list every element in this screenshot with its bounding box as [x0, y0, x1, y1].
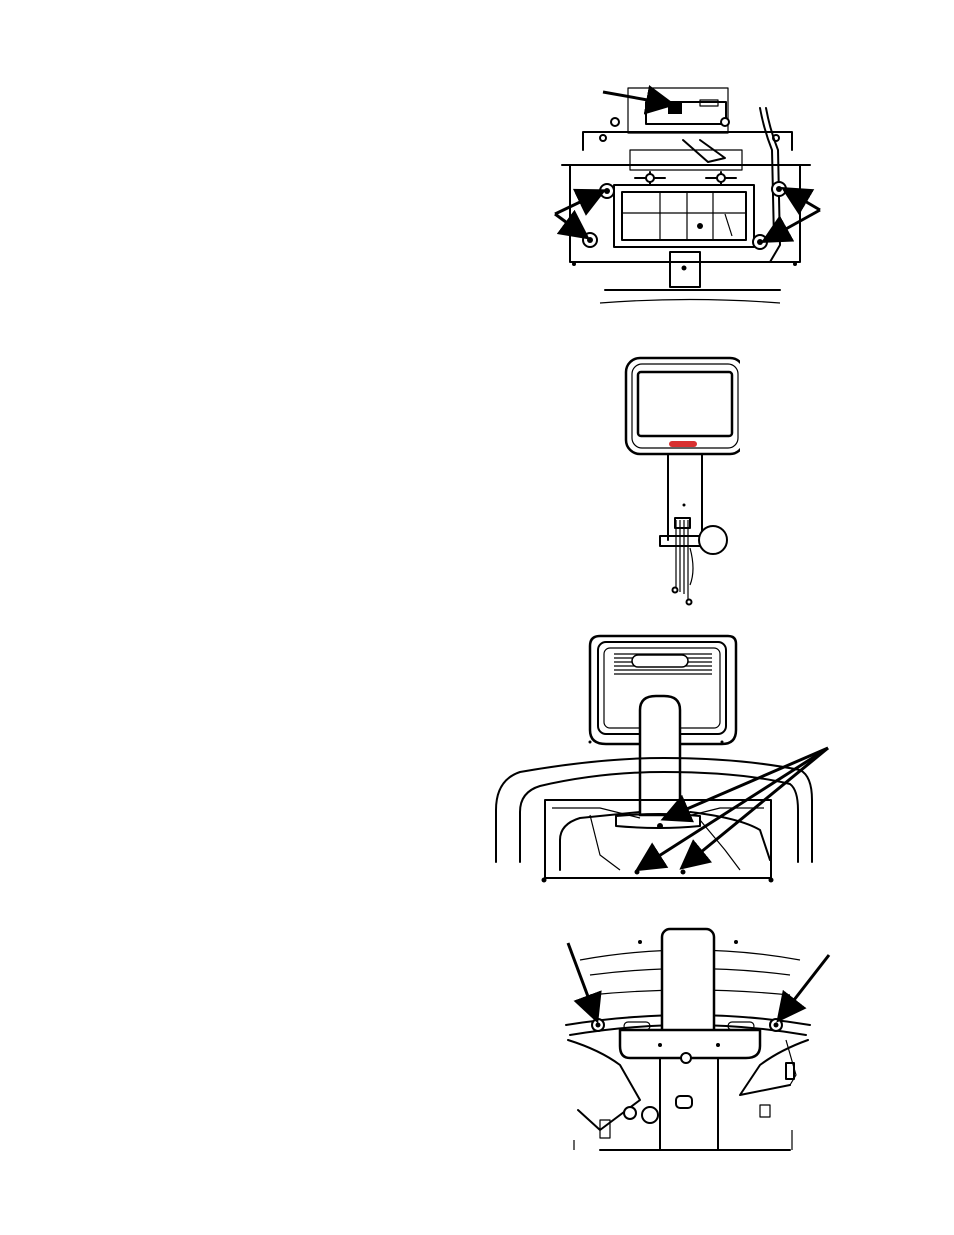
- figure-console-on-mast: [610, 352, 740, 612]
- brand-badge: [669, 441, 697, 447]
- console-mast-shroud-diagram: [490, 630, 835, 890]
- console-base-bolts-diagram: [540, 80, 830, 320]
- figure-console-base-bolts: [540, 80, 830, 320]
- figure-mast-cover-screws: [555, 925, 835, 1155]
- figure-console-mast-shroud: [490, 630, 835, 890]
- mast-cover-screws-diagram: [555, 925, 835, 1155]
- console-on-mast-diagram: [610, 352, 740, 612]
